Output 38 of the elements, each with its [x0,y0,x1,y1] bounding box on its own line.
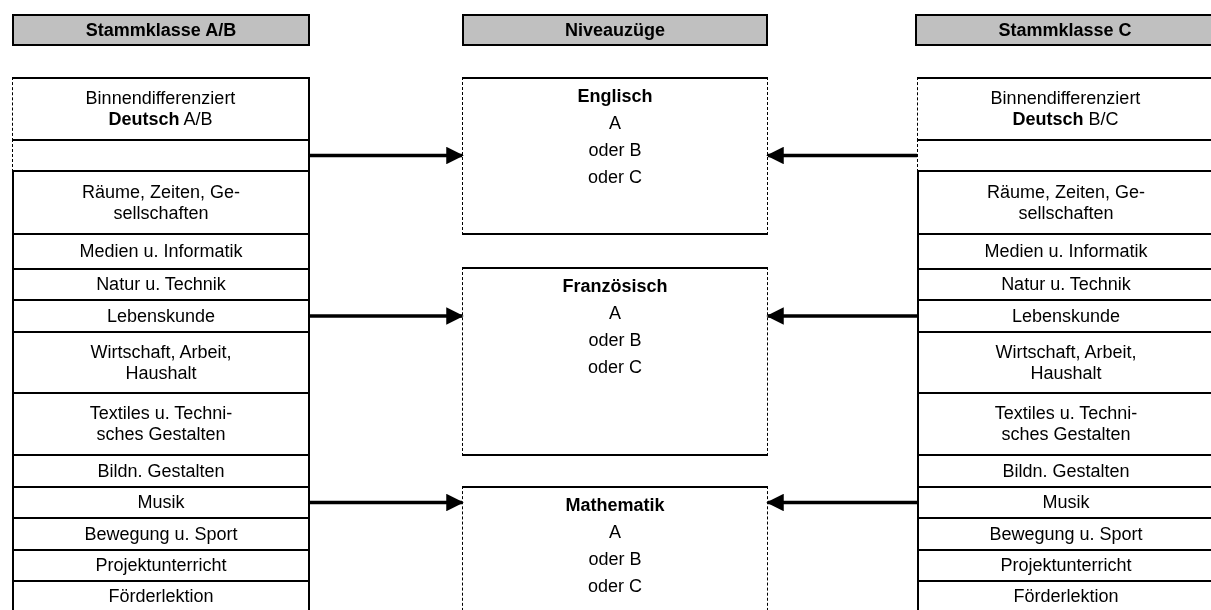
arrow [310,307,464,325]
level-text: oder C [588,575,642,598]
level-text: A [609,112,621,135]
subject-cell: Natur u. Technik [12,268,310,301]
subject-cell [12,139,310,172]
subject-cell: Medien u. Informatik [12,233,310,270]
arrow [766,146,917,165]
level-text: oder B [588,548,642,571]
course-box [462,77,768,235]
subject-cell: Bildn. Gestalten [12,454,310,488]
subject-cell: Projektunterricht [12,549,310,582]
subject-cell: Musik [12,486,310,519]
level-text: A [609,302,621,325]
column-header: Stammklasse A/B [12,14,310,46]
column-header: Stammklasse C [915,14,1211,46]
subject-cell: Wirtschaft, Arbeit, Haushalt [12,331,310,394]
level-text: oder B [588,329,642,352]
subject-cell: Lebenskunde [12,299,310,333]
level-text: oder C [588,166,642,189]
course-title: Englisch [577,85,653,108]
subject-cell: Binnendifferenziert Deutsch B/C [917,77,1211,141]
level-text: oder C [588,356,642,379]
subject-cell: Textiles u. Techni- sches Gestalten [12,392,310,456]
level-text: oder B [588,139,642,162]
course-title: Mathematik [565,494,665,517]
level-text: A [609,521,621,544]
subject-cell: Räume, Zeiten, Ge- sellschaften [12,170,310,235]
course-title: Französisch [562,275,668,298]
column-header: Niveauzüge [462,14,768,46]
course-box [462,267,768,456]
arrow [310,146,464,165]
arrow [766,307,917,325]
subject-cell: Binnendifferenziert Deutsch A/B [12,77,310,141]
arrow [310,493,464,512]
subject-cell: Bewegung u. Sport [12,517,310,551]
course-box [462,486,768,610]
subject-cell: Förderlektion [12,580,310,610]
arrow [766,493,917,512]
